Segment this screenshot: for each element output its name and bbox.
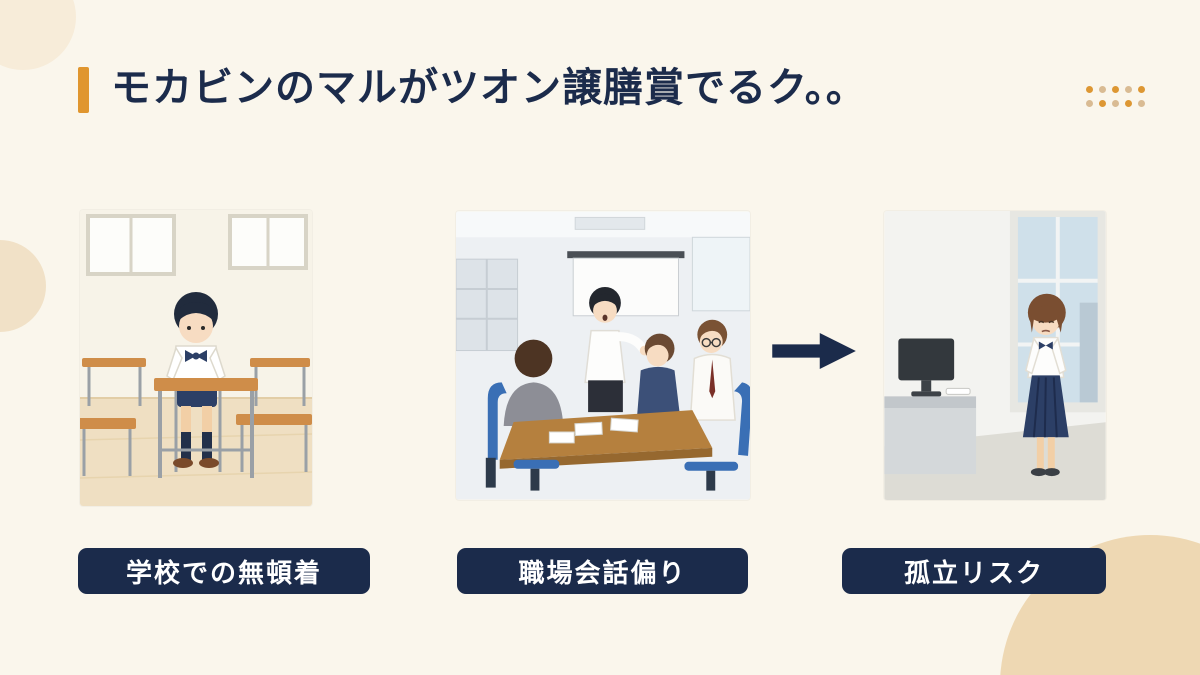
dot bbox=[1112, 100, 1119, 107]
caption-isolation: 孤立リスク bbox=[842, 548, 1106, 594]
panel-school bbox=[80, 210, 312, 506]
dot bbox=[1099, 86, 1106, 93]
dot bbox=[1125, 100, 1132, 107]
classroom-student-illustration bbox=[80, 210, 312, 506]
isolated-office-woman-illustration bbox=[884, 211, 1106, 500]
decorative-circle-top-left bbox=[0, 0, 76, 70]
panel-workplace bbox=[456, 211, 750, 500]
caption-workplace: 職場会話偏り bbox=[457, 548, 748, 594]
dot bbox=[1138, 100, 1145, 107]
dot bbox=[1086, 100, 1093, 107]
decorative-circle-left bbox=[0, 240, 46, 332]
dot bbox=[1138, 86, 1145, 93]
slide-title: モカビンのマルがツオン譲膳賞でるク。。 bbox=[111, 65, 867, 111]
panel-isolation bbox=[884, 211, 1106, 500]
dot bbox=[1112, 86, 1119, 93]
title-accent-bar bbox=[78, 67, 89, 113]
dot-grid-decoration bbox=[1086, 86, 1145, 107]
dot bbox=[1086, 86, 1093, 93]
slide-header: モカビンのマルがツオン譲膳賞でるク。。 bbox=[78, 64, 867, 113]
dot bbox=[1099, 100, 1106, 107]
flow-arrow-icon bbox=[772, 332, 858, 370]
dot bbox=[1125, 86, 1132, 93]
caption-school: 学校での無頓着 bbox=[78, 548, 370, 594]
office-meeting-illustration bbox=[456, 211, 750, 500]
